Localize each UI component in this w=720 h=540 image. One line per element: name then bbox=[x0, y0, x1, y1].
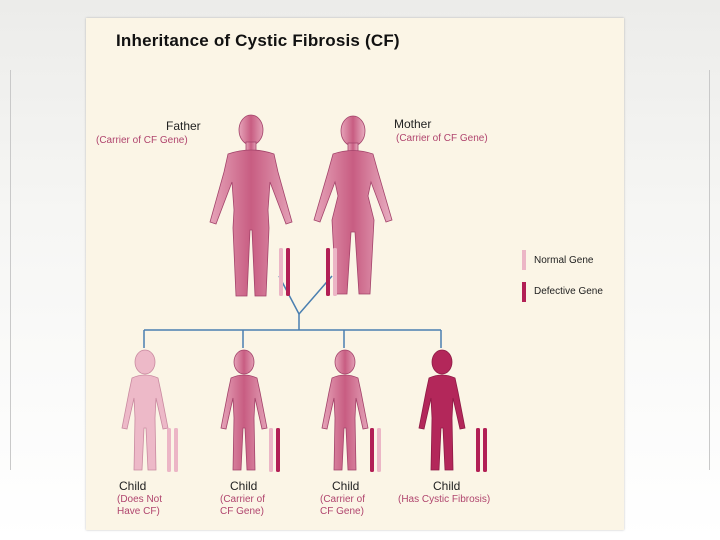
child-3-chromosomes bbox=[370, 428, 381, 472]
child-2-label: Child bbox=[230, 479, 258, 493]
legend-defective-label: Defective Gene bbox=[534, 286, 603, 297]
child-4-status-1: (Has Cystic Fibrosis) bbox=[398, 494, 491, 505]
legend-normal-swatch bbox=[522, 250, 526, 270]
left-border-line bbox=[10, 70, 11, 470]
right-border-line bbox=[709, 70, 710, 470]
mother-chromosomes bbox=[326, 248, 337, 296]
father-chromosomes bbox=[279, 248, 290, 296]
child-3-status-1: (Carrier of bbox=[320, 494, 366, 505]
child-2-chromosomes bbox=[269, 428, 280, 472]
child-2-status-2: CF Gene) bbox=[220, 506, 264, 517]
child-1-status-2: Have CF) bbox=[117, 506, 160, 517]
child-1-chromosomes bbox=[167, 428, 178, 472]
diagram-title: Inheritance of Cystic Fibrosis (CF) bbox=[116, 31, 400, 50]
mother-status: (Carrier of CF Gene) bbox=[396, 133, 488, 144]
mother-label: Mother bbox=[394, 117, 432, 131]
child-1-status-1: (Does Not bbox=[117, 494, 163, 505]
child-2-figure bbox=[220, 349, 268, 471]
legend-defective-swatch bbox=[522, 282, 526, 302]
child-1-label: Child bbox=[119, 479, 147, 493]
child-3-label: Child bbox=[332, 479, 360, 493]
father-label: Father bbox=[166, 119, 201, 133]
child-4-figure bbox=[418, 349, 466, 471]
child-2-status-1: (Carrier of bbox=[220, 494, 266, 505]
father-figure bbox=[209, 114, 293, 297]
legend-normal-label: Normal Gene bbox=[534, 255, 594, 266]
diagram-panel: Inheritance of Cystic Fibrosis (CF) Fath… bbox=[86, 18, 624, 530]
child-1-figure bbox=[121, 349, 169, 471]
child-3-status-2: CF Gene) bbox=[320, 506, 364, 517]
child-4-label: Child bbox=[433, 479, 461, 493]
mother-figure bbox=[313, 115, 393, 295]
child-3-figure bbox=[321, 349, 369, 471]
child-4-chromosomes bbox=[476, 428, 487, 472]
father-status: (Carrier of CF Gene) bbox=[96, 135, 188, 146]
